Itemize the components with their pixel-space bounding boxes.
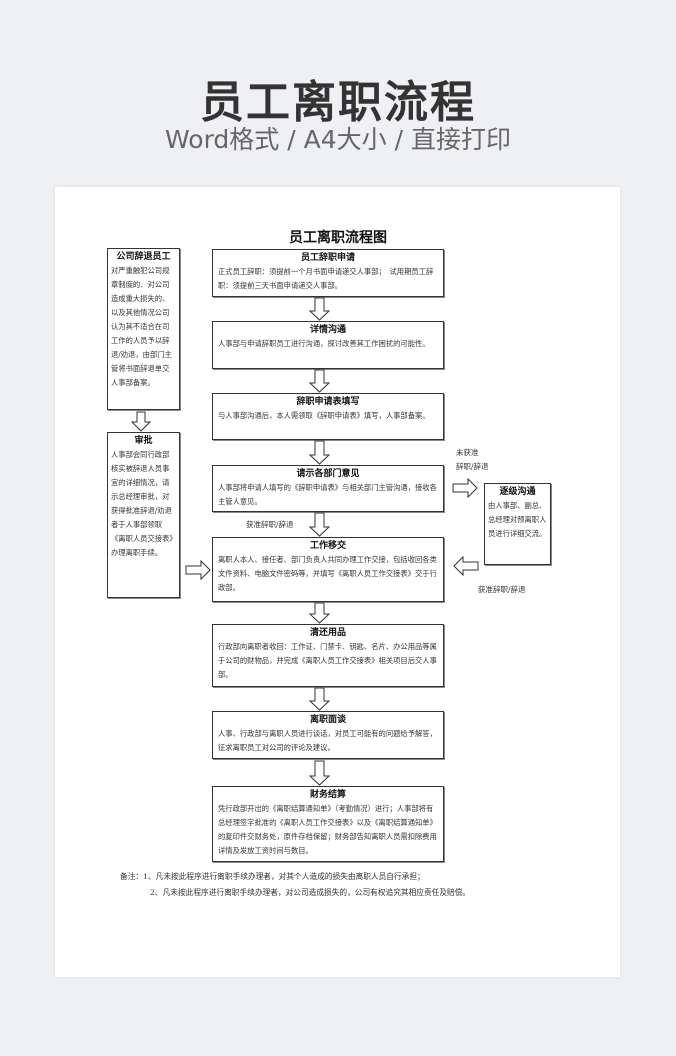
box-desc: 对严重触犯公司规章制度的、对公司造成重大损失的、以及其他情况公司认为其不适合在司…: [111, 266, 172, 387]
step-title: 请示各部门意见: [296, 469, 360, 479]
step-title: 详情沟通: [309, 325, 346, 335]
arrow-down-icon: [308, 369, 331, 393]
step-title: 辞职申请表填写: [296, 397, 360, 407]
step-desc: 人事部将申请人填写的《辞职申请表》与相关部门主管沟通，接收各主管人意见。: [218, 483, 437, 506]
step-exit-interview: 离职面谈人事、行政部与离职人员进行谈话，对员工可能有的问题给予解答，征求离职员工…: [212, 711, 444, 759]
step-desc: 行政部向离职者收回：工作证、门禁卡、钥匙、名片、办公用品等属于公司的财物品，并完…: [218, 642, 437, 679]
label-line: 辞职/辞退: [456, 462, 489, 471]
note-1: 备注：1、凡未按此程序进行离职手续办理者，对其个人造成的损失由离职人员自行承担；: [120, 871, 425, 882]
note-prefix: 备注：: [120, 872, 144, 881]
arrow-down-icon: [130, 411, 152, 432]
label-approved-mid: 获准辞职/辞退: [246, 520, 294, 529]
arrow-down-icon: [308, 297, 331, 321]
box-title: 逐级沟通: [499, 487, 536, 497]
step-resignation-application: 员工辞职申请正式员工辞职：须提前一个月书面申请递交人事部； 试用期员工辞职：须提…: [212, 249, 444, 297]
box-title: 公司辞退员工: [116, 252, 171, 262]
arrow-down-icon: [308, 512, 331, 537]
step-title: 工作移交: [309, 541, 346, 551]
box-title: 审批: [134, 436, 153, 446]
page-title: 员工离职流程: [200, 77, 476, 128]
label-line: 未获准: [456, 448, 479, 457]
step-work-handover: 工作移交离职人本人、接任者、部门负责人共同办理工作交接，包括收回各类文件资料、电…: [212, 537, 444, 602]
page-subtitle: Word格式 / A4大小 / 直接打印: [165, 125, 511, 154]
step-desc: 与人事部沟通后，本人需领取《辞职申请表》填写，人事部备案。: [218, 411, 430, 420]
step-return-items: 清还用品行政部向离职者收回：工作证、门禁卡、钥匙、名片、办公用品等属于公司的财物…: [212, 624, 444, 687]
arrow-down-icon: [308, 440, 331, 465]
flowchart-title: 员工离职流程图: [289, 230, 387, 246]
step-title: 员工辞职申请: [300, 253, 355, 263]
step-desc: 凭行政部开出的《离职结算通知单》（考勤情况）进行；人事部将有总经理签字批准的《离…: [218, 804, 437, 855]
step-department-opinion: 请示各部门意见人事部将申请人填写的《辞职申请表》与相关部门主管沟通，接收各主管人…: [212, 465, 444, 512]
step-desc: 正式员工辞职：须提前一个月书面申请递交人事部； 试用期员工辞职：须提前三天书面申…: [218, 267, 434, 290]
arrow-down-icon: [308, 602, 331, 624]
box-desc: 人事部会同行政部核实被辞退人员事宜的详细情况，请示总经理审批，对获得批准辞退/劝…: [111, 450, 174, 557]
arrow-down-icon: [308, 760, 331, 786]
label-approved-right: 获准辞职/辞退: [478, 585, 526, 594]
step-title: 离职面谈: [309, 715, 346, 725]
approval-box: 审批人事部会同行政部核实被辞退人员事宜的详细情况，请示总经理审批，对获得批准辞退…: [107, 432, 180, 598]
step-detailed-communication: 详情沟通人事部与申请辞职员工进行沟通，探讨改善其工作困扰的可能性。: [212, 321, 444, 369]
step-desc: 人事部与申请辞职员工进行沟通，探讨改善其工作困扰的可能性。: [218, 339, 430, 348]
arrow-right-icon: [452, 477, 478, 499]
step-desc: 离职人本人、接任者、部门负责人共同办理工作交接，包括收回各类文件资料、电脑文件密…: [218, 555, 437, 592]
step-form-filling: 辞职申请表填写与人事部沟通后，本人需领取《辞职申请表》填写，人事部备案。: [212, 393, 444, 440]
dismissal-box: 公司辞退员工对严重触犯公司规章制度的、对公司造成重大损失的、以及其他情况公司认为…: [107, 248, 180, 410]
arrow-left-icon: [453, 555, 479, 577]
arrow-down-icon: [308, 687, 331, 711]
box-desc: 由人事部、副总、总经理对预离职人员进行详细交流。: [488, 501, 547, 538]
step-desc: 人事、行政部与离职人员进行谈话，对员工可能有的问题给予解答，征求离职员工对公司的…: [218, 729, 437, 752]
step-title: 清还用品: [309, 628, 346, 638]
label-not-approved: 未获准辞职/辞退: [456, 446, 489, 474]
arrow-right-icon: [185, 559, 211, 581]
step-title: 财务结算: [309, 790, 346, 800]
note-text: 1、凡未按此程序进行离职手续办理者，对其个人造成的损失由离职人员自行承担；: [143, 872, 425, 881]
escalation-box: 逐级沟通由人事部、副总、总经理对预离职人员进行详细交流。: [484, 483, 551, 565]
note-2: 2、凡未按此程序进行离职手续办理者，对公司造成损失的，公司有权追究其相应责任及赔…: [150, 888, 471, 897]
step-financial-settlement: 财务结算凭行政部开出的《离职结算通知单》（考勤情况）进行；人事部将有总经理签字批…: [212, 786, 444, 862]
